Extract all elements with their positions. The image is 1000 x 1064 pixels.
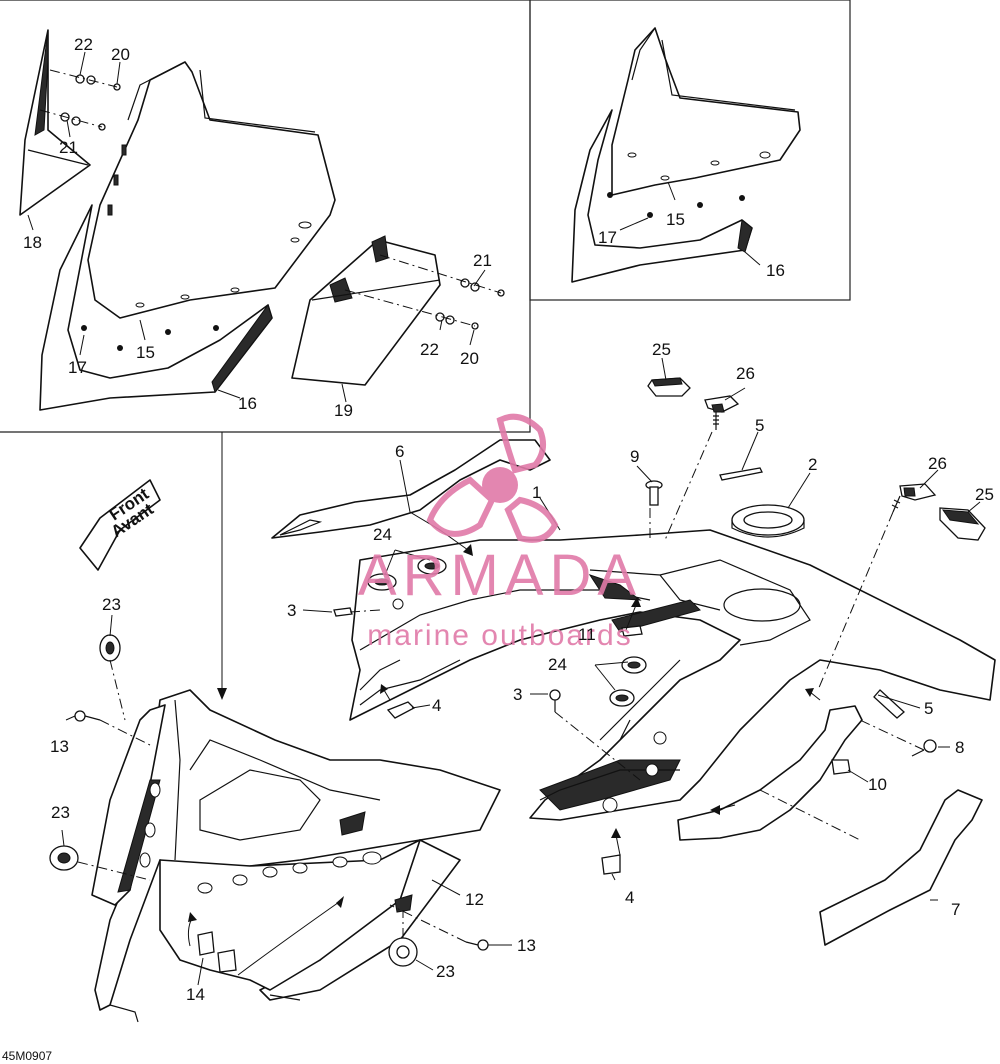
callout-21: 21 bbox=[59, 138, 78, 157]
callout-13: 13 bbox=[50, 737, 69, 756]
callout-5: 5 bbox=[755, 416, 764, 435]
clip-4-upper bbox=[386, 701, 416, 719]
clip-4-lower bbox=[601, 854, 621, 875]
callout-9: 9 bbox=[630, 447, 639, 466]
stud-26-top bbox=[704, 395, 740, 430]
installation-lines bbox=[77, 431, 925, 943]
callout-labels: 22 20 21 18 17 15 16 19 21 22 20 15 17 1… bbox=[23, 35, 994, 1004]
callout-5: 5 bbox=[924, 699, 933, 718]
screw-13-lower bbox=[465, 939, 489, 951]
screw-3-left bbox=[333, 607, 353, 617]
callout-2: 2 bbox=[808, 455, 817, 474]
watermark-tagline: marine outboards bbox=[367, 619, 632, 652]
dash-panel-16-large bbox=[39, 204, 273, 411]
screw-3-right bbox=[549, 689, 561, 712]
screw-13-upper bbox=[74, 710, 101, 722]
dash-panel-16-small bbox=[571, 109, 753, 283]
latch-25-top bbox=[647, 377, 691, 397]
callout-23: 23 bbox=[51, 803, 70, 822]
watermark-brand: ARMADA bbox=[358, 543, 642, 608]
diagram-code: 45M0907 bbox=[2, 1049, 52, 1063]
grommet-23-left bbox=[49, 845, 79, 871]
callout-22: 22 bbox=[74, 35, 93, 54]
windshield-deflector-18 bbox=[19, 29, 91, 216]
latch-25-right bbox=[939, 507, 986, 541]
callout-10: 10 bbox=[868, 775, 887, 794]
callout-15: 15 bbox=[666, 210, 685, 229]
spacer-5-top bbox=[719, 467, 763, 481]
callout-13: 13 bbox=[517, 936, 536, 955]
callout-4: 4 bbox=[625, 888, 634, 907]
callout-12: 12 bbox=[465, 890, 484, 909]
callout-25: 25 bbox=[652, 340, 671, 359]
callout-17: 17 bbox=[68, 358, 87, 377]
callout-19: 19 bbox=[334, 401, 353, 420]
screw-9 bbox=[645, 480, 663, 506]
spacer-5-right bbox=[873, 689, 905, 719]
callout-21: 21 bbox=[473, 251, 492, 270]
front-arrow bbox=[79, 479, 161, 571]
callout-16: 16 bbox=[766, 261, 785, 280]
callout-3: 3 bbox=[287, 601, 296, 620]
callout-17: 17 bbox=[598, 228, 617, 247]
callout-14: 14 bbox=[186, 985, 205, 1004]
gasket-2 bbox=[731, 504, 805, 538]
callout-11: 11 bbox=[578, 625, 596, 644]
callout-6: 6 bbox=[395, 442, 404, 461]
callout-18: 18 bbox=[23, 233, 42, 252]
callout-24: 24 bbox=[548, 655, 567, 674]
callout-24: 24 bbox=[373, 525, 392, 544]
inset-frame-right bbox=[529, 0, 851, 301]
windshield-15-small bbox=[611, 27, 801, 196]
left-inset-hardware bbox=[39, 69, 505, 330]
clips-14 bbox=[197, 931, 237, 973]
screw-8 bbox=[911, 739, 937, 757]
callout-1: 1 bbox=[532, 483, 541, 502]
callout-8: 8 bbox=[955, 738, 964, 757]
grommet-23-upper bbox=[99, 634, 121, 662]
callout-25: 25 bbox=[975, 485, 994, 504]
callout-26: 26 bbox=[928, 454, 947, 473]
stud-26-right bbox=[891, 483, 937, 513]
trim-7 bbox=[819, 789, 983, 946]
callout-20: 20 bbox=[460, 349, 479, 368]
callout-20: 20 bbox=[111, 45, 130, 64]
grommets-24-upper bbox=[367, 557, 447, 610]
bracket-10 bbox=[677, 705, 863, 841]
watermark-logo-icon bbox=[426, 413, 559, 543]
callout-26: 26 bbox=[736, 364, 755, 383]
windshield-15-large bbox=[87, 61, 336, 319]
body-panel-1 bbox=[349, 529, 996, 821]
side-deflector-19 bbox=[291, 235, 441, 386]
grommet-23-lower bbox=[388, 937, 418, 967]
cover-6 bbox=[271, 439, 551, 539]
callout-23: 23 bbox=[102, 595, 121, 614]
callout-16: 16 bbox=[238, 394, 257, 413]
callout-4: 4 bbox=[432, 696, 441, 715]
callout-22: 22 bbox=[420, 340, 439, 359]
inset-pointer-arrow bbox=[217, 688, 227, 700]
callout-15: 15 bbox=[136, 343, 155, 362]
callout-7: 7 bbox=[951, 900, 960, 919]
callout-23: 23 bbox=[436, 962, 455, 981]
grommets-24-lower bbox=[609, 656, 647, 707]
callout-3: 3 bbox=[513, 685, 522, 704]
